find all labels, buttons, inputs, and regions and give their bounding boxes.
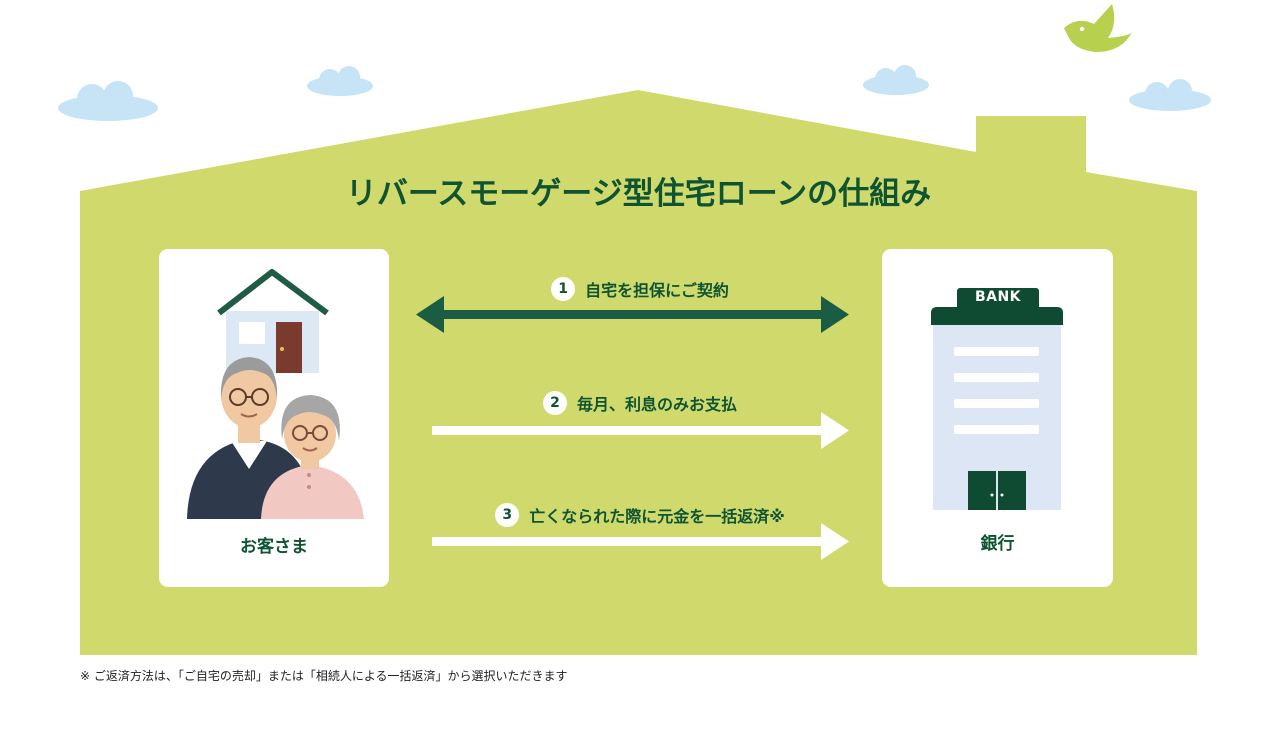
step-number-badge: 2	[542, 391, 567, 415]
customer-card: お客さま	[159, 249, 389, 587]
diagram-title: リバースモーゲージ型住宅ローンの仕組み	[345, 176, 932, 212]
cloud-icon	[1129, 79, 1211, 111]
step-number-badge: 3	[495, 503, 520, 527]
arrow-3-to-bank	[432, 523, 849, 560]
footnote: ※ ご返済方法は、「ご自宅の売却」または「相続人による一括返済」から選択いただき…	[80, 669, 568, 683]
step-number-badge: 1	[551, 277, 576, 301]
bank-sign: BANK	[974, 289, 1022, 305]
bank-card: BANK 銀行	[882, 249, 1113, 587]
step-1: 1 自宅を担保にご契約	[432, 277, 848, 301]
cloud-icon	[58, 81, 158, 121]
bird-icon	[1064, 4, 1132, 52]
arrow-1-bidirectional	[416, 296, 849, 333]
bank-building-icon	[931, 288, 1063, 510]
step-label: 自宅を担保にご契約	[585, 281, 729, 300]
step-label: 亡くなられた際に元金を一括返済※	[529, 507, 785, 526]
step-2: 2 毎月、利息のみお支払	[432, 391, 848, 415]
arrow-2-to-bank	[432, 412, 849, 449]
customer-label: お客さま	[240, 537, 308, 557]
step-3: 3 亡くなられた際に元金を一括返済※	[432, 503, 848, 527]
home-icon	[217, 269, 329, 373]
step-label: 毎月、利息のみお支払	[576, 395, 737, 414]
elderly-woman	[261, 395, 364, 519]
cloud-icon	[307, 66, 373, 96]
cloud-icon	[863, 65, 929, 95]
bank-label: 銀行	[980, 534, 1015, 554]
elderly-couple-icon	[187, 269, 364, 519]
